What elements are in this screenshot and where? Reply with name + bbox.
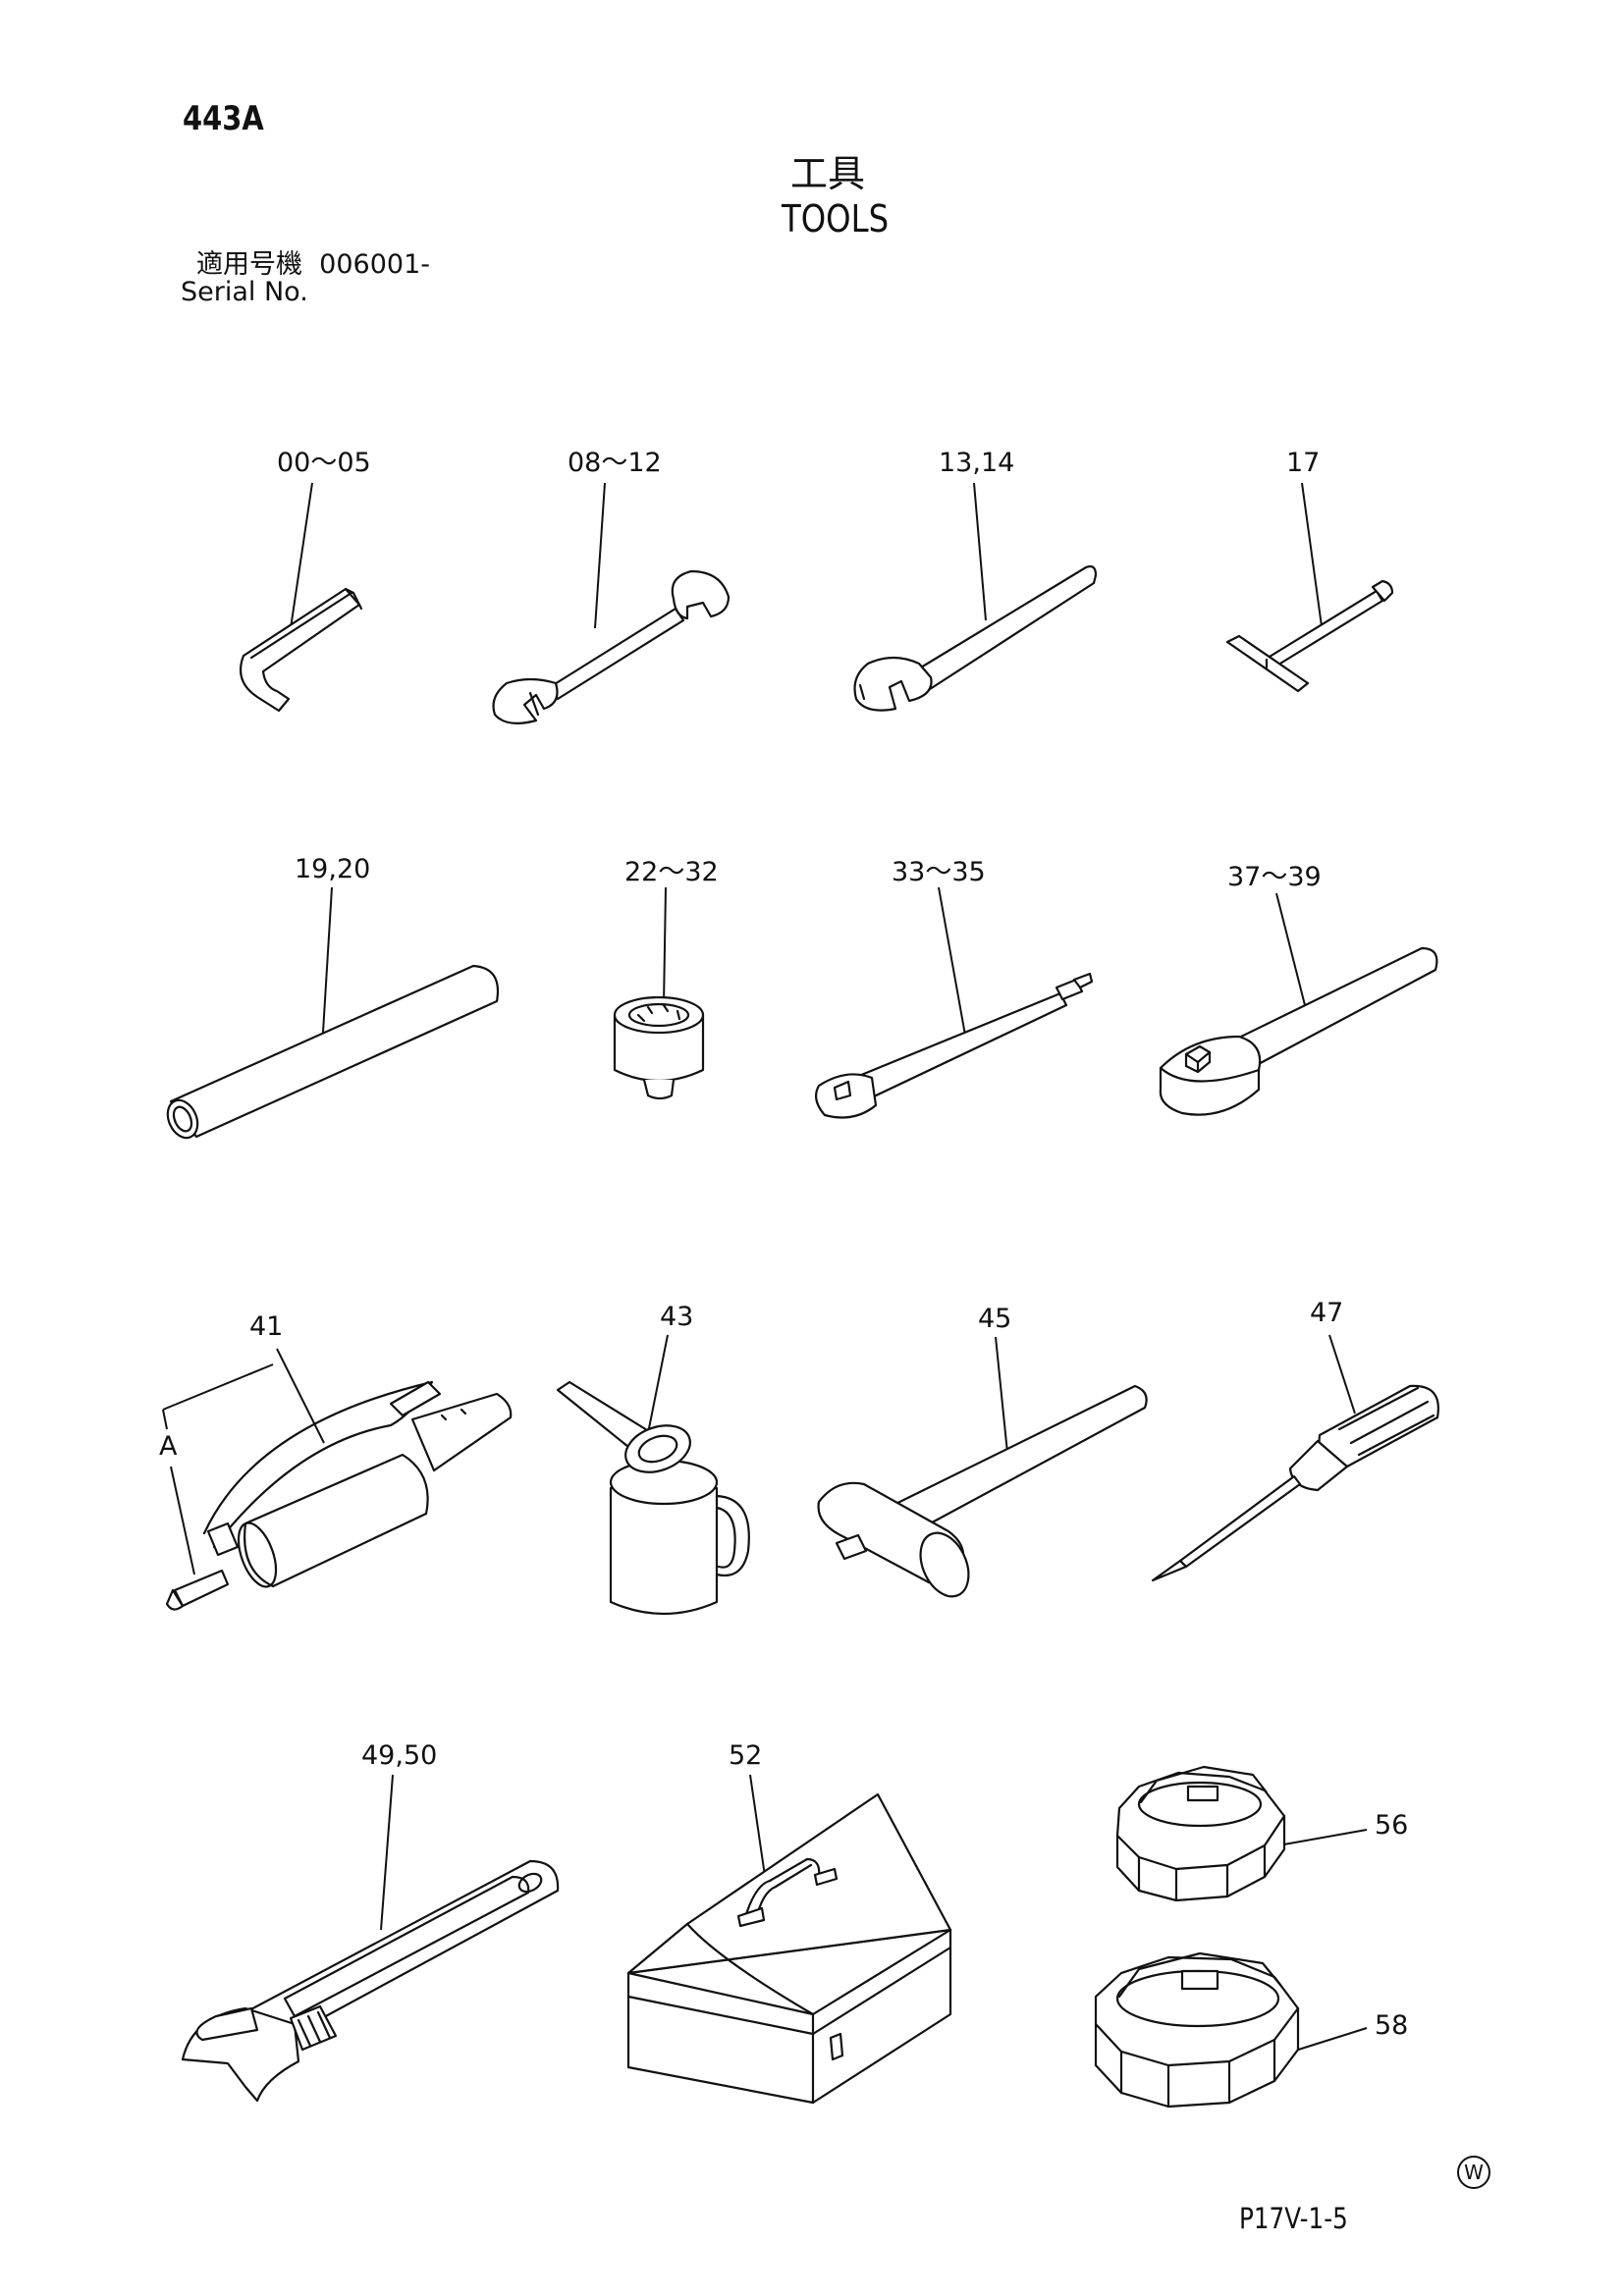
filter-wrench-large-icon xyxy=(1096,1953,1367,2107)
callout-label: 49,50 xyxy=(361,1740,438,1771)
callout-label: 19,20 xyxy=(295,854,371,884)
callout-label: 41 xyxy=(249,1311,284,1342)
callout-label: 52 xyxy=(729,1740,763,1771)
leader-line xyxy=(381,1775,393,1930)
callout-label: 58 xyxy=(1375,2010,1409,2041)
callout-label: 08～12 xyxy=(568,448,662,478)
adjustable-wrench-icon xyxy=(183,1775,558,2101)
page-title: TOOLS xyxy=(782,197,890,240)
toolbox-icon xyxy=(628,1775,950,2103)
leader-line xyxy=(163,1364,273,1410)
leader-line xyxy=(1302,483,1322,626)
page-title-japanese: 工具 xyxy=(790,152,866,195)
leader-line xyxy=(1276,893,1306,1009)
leader-line xyxy=(750,1775,766,1883)
serial-applicability: 適用号機 006001- xyxy=(196,251,430,278)
serial-range: 006001- xyxy=(319,249,430,280)
oil-can-icon xyxy=(558,1335,749,1614)
callout-label: 22～32 xyxy=(624,857,719,887)
ratchet-handle-icon xyxy=(1161,893,1437,1115)
leader-line xyxy=(1278,1830,1367,1845)
callout-label: 33～35 xyxy=(892,857,986,887)
w-mark-icon: W xyxy=(1457,2156,1490,2189)
leader-line xyxy=(939,887,966,1041)
leader-line xyxy=(322,887,332,1048)
screwdriver-icon xyxy=(1153,1335,1438,1580)
page-number: 443A xyxy=(183,99,264,138)
serial-label-japanese: 適用号機 xyxy=(196,249,302,280)
grease-gun-icon xyxy=(163,1349,511,1610)
callout-label: A xyxy=(159,1431,178,1462)
pipe-icon xyxy=(162,887,498,1143)
leader-line xyxy=(595,483,605,628)
callout-label: 43 xyxy=(660,1302,694,1332)
double-open-wrench-icon xyxy=(494,483,730,723)
socket-icon xyxy=(615,887,703,1098)
drawing-code: P17V-1-5 xyxy=(1239,2202,1348,2235)
callout-label: 37～39 xyxy=(1227,862,1322,892)
leader-line xyxy=(1292,2028,1367,2052)
leader-line xyxy=(664,887,666,1005)
leader-line xyxy=(996,1337,1007,1453)
callout-label: 17 xyxy=(1286,448,1321,478)
callout-label: 45 xyxy=(978,1304,1012,1334)
leader-line xyxy=(163,1410,194,1575)
t-handle-wrench-icon xyxy=(1227,483,1392,691)
leader-line xyxy=(291,483,312,628)
leader-line xyxy=(1329,1335,1355,1414)
leader-line xyxy=(646,1335,668,1443)
leader-line xyxy=(277,1349,324,1443)
callout-label: 13,14 xyxy=(939,448,1015,478)
leader-line xyxy=(974,483,986,620)
serial-label: Serial No. xyxy=(181,277,308,307)
hex-key-icon xyxy=(241,483,361,711)
single-open-wrench-icon xyxy=(855,483,1097,711)
callout-label: 47 xyxy=(1310,1298,1344,1328)
filter-wrench-small-icon xyxy=(1117,1767,1367,1900)
callout-label: 00～05 xyxy=(277,448,371,478)
callout-label: 56 xyxy=(1375,1810,1409,1841)
extension-bar-icon xyxy=(816,887,1092,1117)
hammer-icon xyxy=(819,1337,1147,1604)
